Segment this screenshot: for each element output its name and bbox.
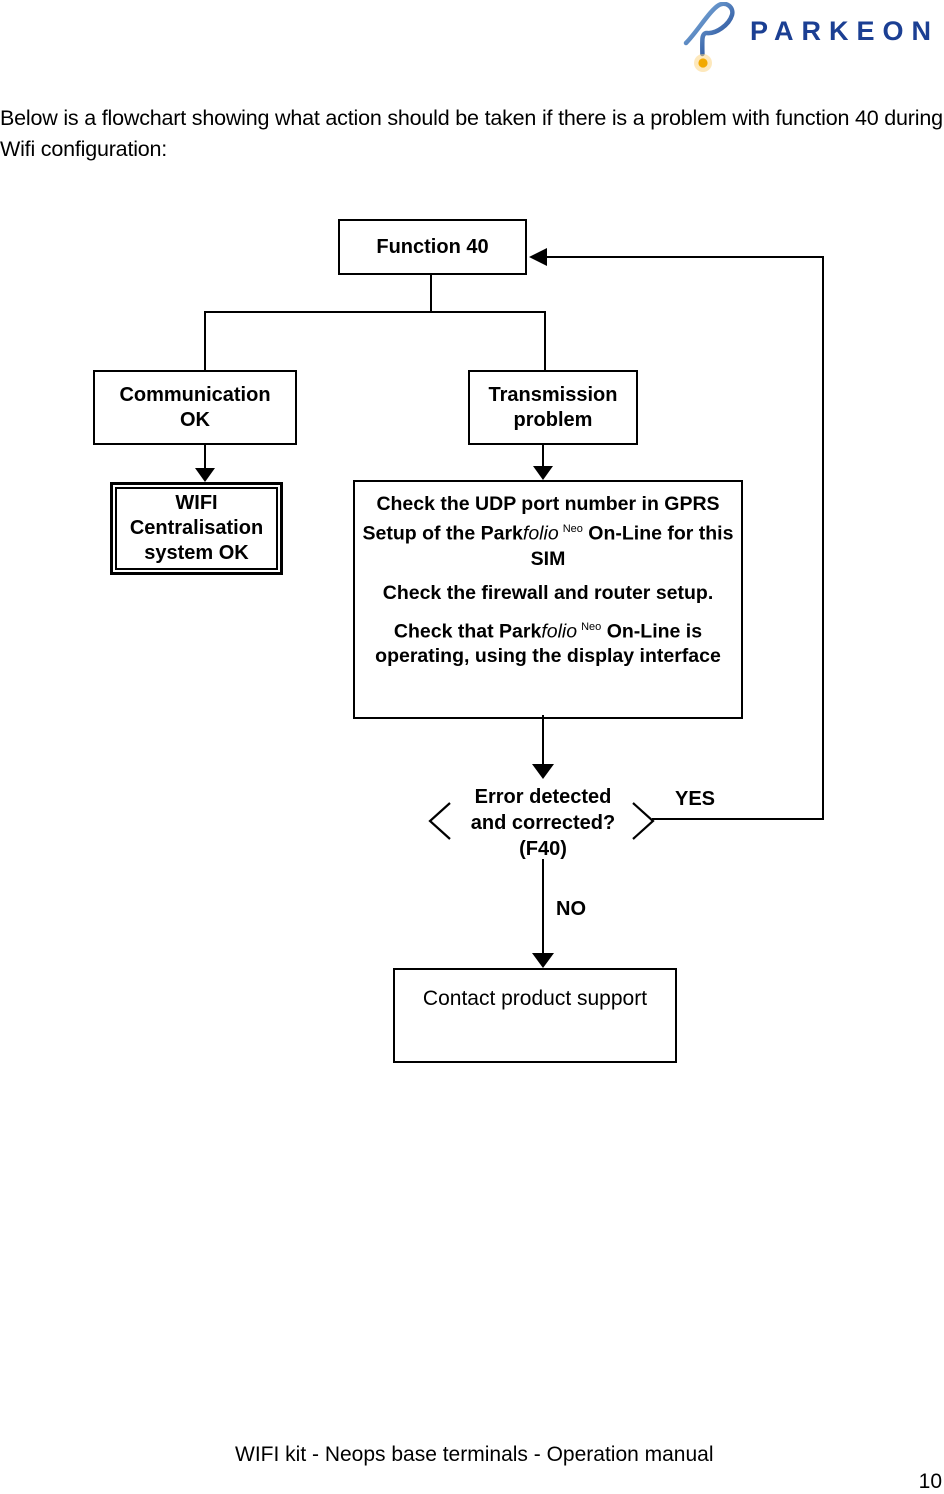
- node-wifi-centralisation-ok: WIFI Centralisation system OK: [110, 482, 283, 575]
- intro-paragraph: Below is a flowchart showing what action…: [0, 106, 943, 161]
- node-contact-product-support: Contact product support: [393, 968, 677, 1063]
- node-transmission-problem-label-line1: Transmission: [488, 383, 618, 406]
- page-number: 10: [918, 1470, 942, 1493]
- node-wifi-label-line1: WIFI: [175, 492, 218, 514]
- connector-no-to-contact: [542, 859, 544, 954]
- check-p1-text: Check the UDP port number in GPRS Setup …: [362, 493, 720, 545]
- check-p3-text: Check that Park: [393, 620, 542, 642]
- arrowhead-down-wifi-icon: [195, 468, 215, 482]
- arrowhead-down-contact-icon: [532, 953, 554, 968]
- node-check-instructions: Check the UDP port number in GPRS Setup …: [353, 480, 743, 719]
- yes-branch-label: YES: [675, 788, 716, 810]
- footer-document-title: WIFI kit - Neops base terminals - Operat…: [235, 1443, 714, 1466]
- check-p3-neo-superscript: Neo: [581, 620, 602, 633]
- gold-dot: [698, 58, 708, 68]
- no-branch-label: NO: [556, 898, 586, 920]
- node-communication-ok-label-line1: Communication: [119, 383, 271, 406]
- check-p1-folio: folio: [522, 522, 559, 545]
- connector-yes-vertical: [822, 257, 824, 820]
- connector-yes-horizontal: [652, 818, 824, 820]
- check-paragraph-1: Check the UDP port number in GPRS Setup …: [361, 492, 735, 572]
- arrowhead-down-check-icon: [533, 466, 553, 480]
- connector-branch-horizontal: [204, 311, 546, 313]
- check-p1-neo-superscript: Neo: [562, 523, 583, 535]
- brand-wordmark: PARKEON: [750, 16, 940, 46]
- check-p3-folio: folio: [541, 620, 578, 642]
- decision-label-line2: and corrected?: [470, 812, 616, 834]
- decision-left-chevron-icon: [428, 802, 451, 840]
- node-function-40-label: Function 40: [376, 235, 489, 258]
- connector-trans-to-check: [542, 443, 544, 467]
- decision-label-line1: Error detected: [474, 786, 612, 808]
- arrowhead-down-decision-icon: [532, 764, 554, 779]
- connector-yes-return-horizontal: [547, 256, 824, 258]
- connector-check-to-decision: [542, 715, 544, 764]
- decision-right-chevron-icon: [632, 802, 655, 840]
- node-wifi-label-line3: system OK: [144, 542, 249, 564]
- node-decision-error-corrected: Error detected and corrected? (F40): [438, 784, 648, 862]
- node-communication-ok-label-line2: OK: [180, 408, 210, 431]
- node-transmission-problem: Transmission problem: [468, 370, 638, 445]
- node-function-40: Function 40: [338, 219, 527, 275]
- connector-f40-down: [430, 275, 432, 312]
- node-communication-ok: Communication OK: [93, 370, 297, 445]
- check-p2-text: Check the firewall and router setup.: [382, 581, 714, 604]
- decision-label-line3: (F40): [519, 838, 567, 860]
- node-wifi-inner-border: WIFI Centralisation system OK: [115, 487, 278, 570]
- connector-comm-to-wifi: [204, 443, 206, 468]
- node-wifi-label-line2: Centralisation: [129, 517, 264, 539]
- node-transmission-problem-label-line2: problem: [513, 408, 593, 431]
- parkeon-swoosh-icon: [683, 2, 735, 72]
- node-contact-label: Contact product support: [422, 987, 648, 1010]
- connector-branch-right-vertical: [544, 312, 546, 370]
- arrowhead-left-f40-icon: [529, 248, 547, 266]
- check-p3-tail: On-Line is operating, using the display …: [375, 620, 721, 667]
- check-paragraph-2: Check the firewall and router setup.: [383, 581, 714, 606]
- check-p1-tail: On-Line for this SIM: [530, 522, 734, 570]
- connector-branch-left-vertical: [204, 312, 206, 370]
